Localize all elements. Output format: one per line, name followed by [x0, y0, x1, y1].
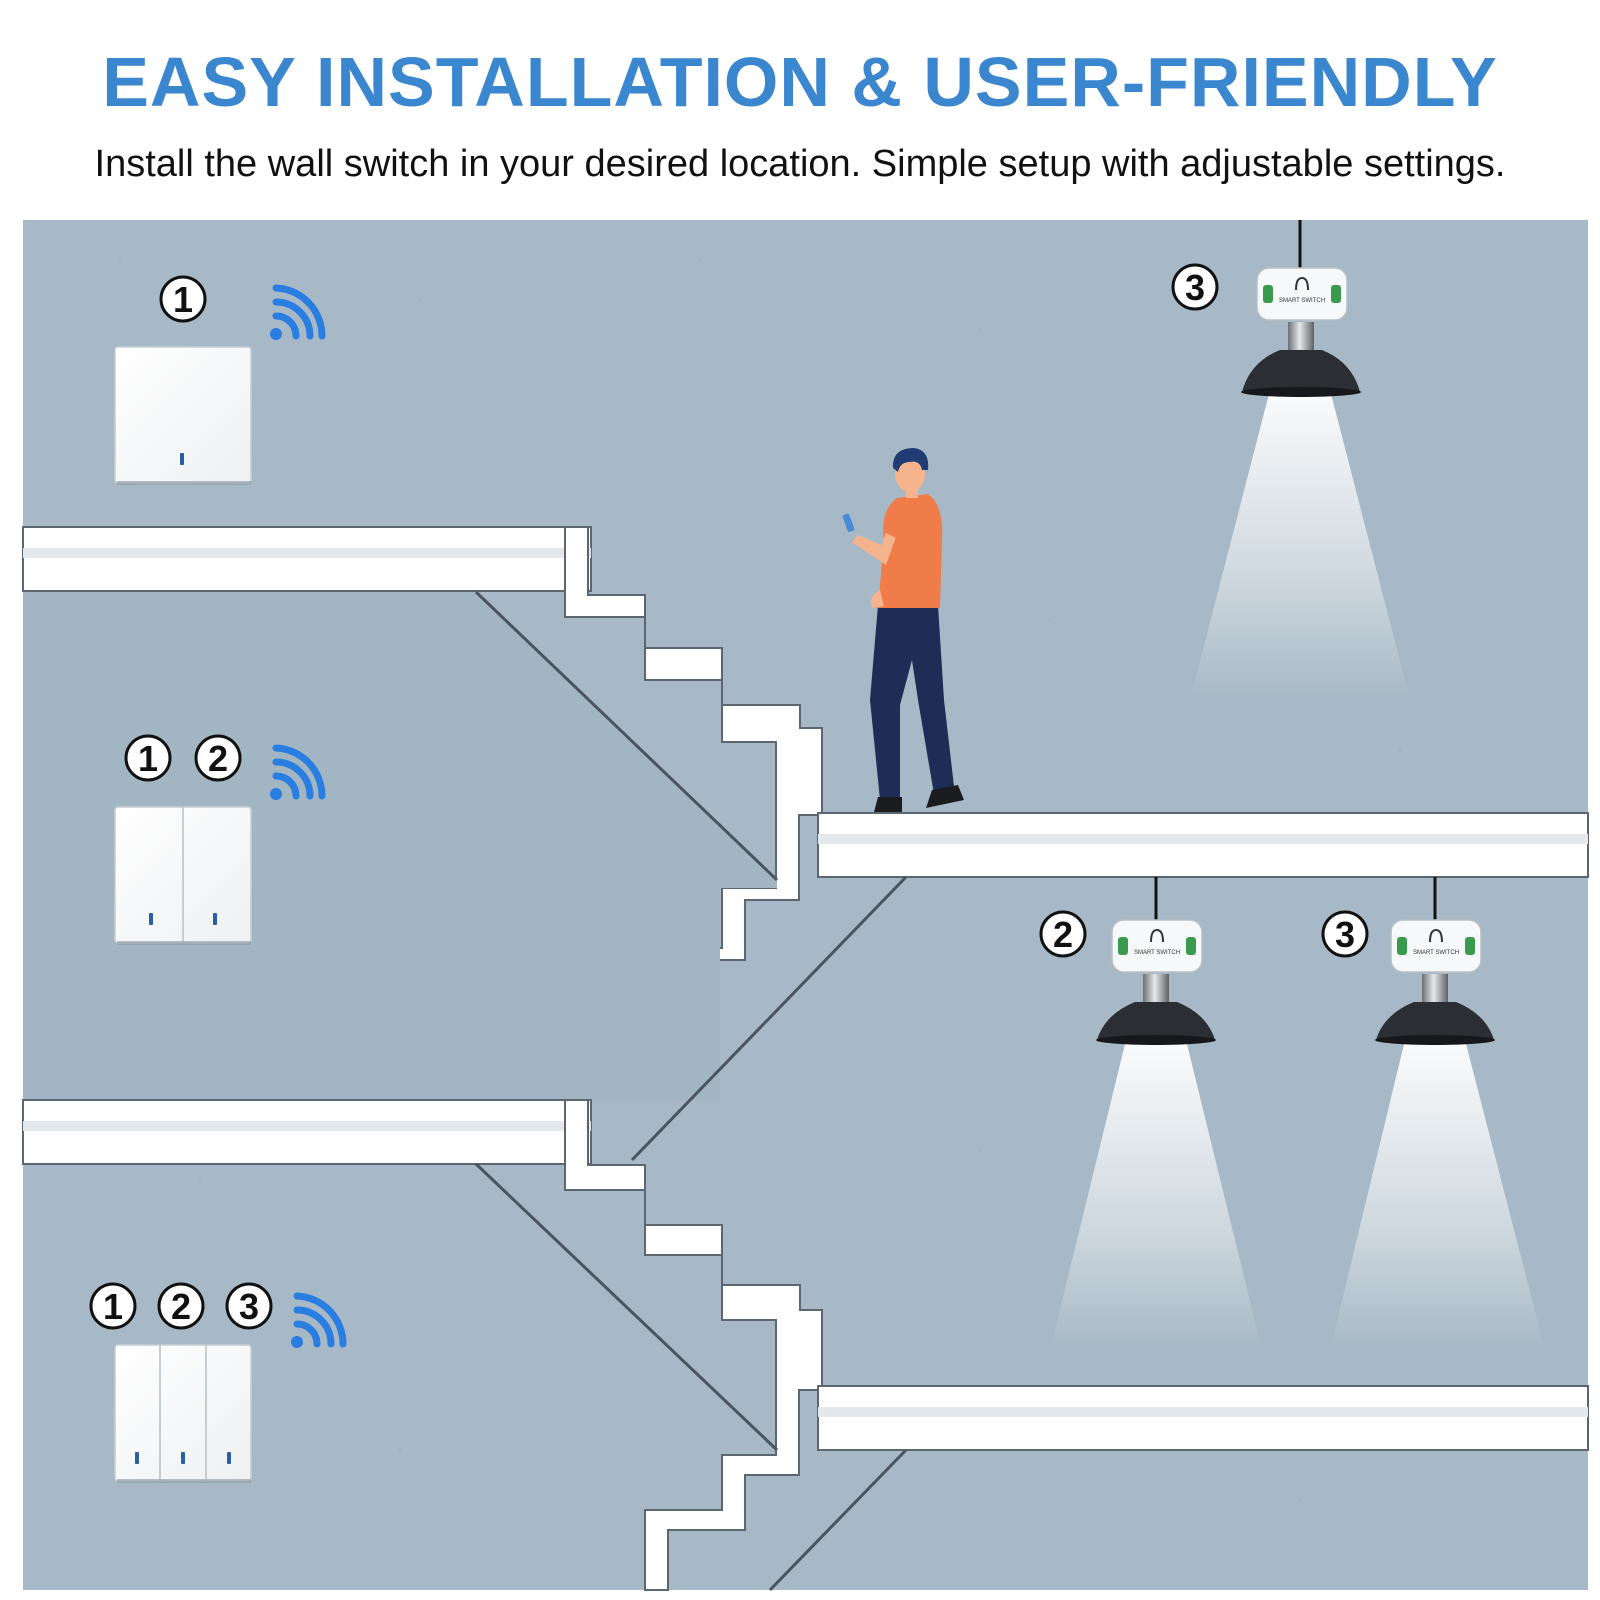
triple-gang-switch: [114, 1344, 252, 1483]
marker-number: 2: [1053, 914, 1073, 955]
page-title: EASY INSTALLATION & USER-FRIENDLY: [102, 43, 1498, 121]
marker-2-middle: 2: [194, 734, 242, 782]
marker-3-top: 3: [1171, 263, 1219, 311]
module-label: SMART SWITCH: [1134, 950, 1180, 956]
stair-shadow-upper: [23, 592, 777, 1100]
light-beam: [1050, 1040, 1262, 1350]
smart-module-icon: SMART SWITCH: [1390, 919, 1482, 973]
lower-staircase: [564, 1099, 823, 1591]
marker-1-bottom: 1: [89, 1282, 137, 1330]
middle-floor-slab: [817, 812, 1589, 878]
phone-icon: [842, 513, 855, 532]
lamp-socket: [1422, 974, 1448, 1002]
marker-number: 1: [138, 738, 158, 779]
marker-number: 3: [1185, 267, 1205, 308]
pendant-lamp-icon: [1376, 1002, 1494, 1040]
stair-edge-middle: [630, 875, 908, 1162]
person-legs: [870, 605, 955, 800]
wifi-signal-icon: [291, 1292, 347, 1348]
wifi-signal-icon: [270, 744, 326, 800]
person-sleeve: [884, 502, 910, 540]
marker-2-right: 2: [1039, 910, 1087, 958]
marker-number: 3: [1335, 914, 1355, 955]
marker-number: 1: [103, 1286, 123, 1327]
lamp-socket: [1288, 322, 1314, 350]
person-arm: [852, 505, 902, 565]
stair-edge-upper: [474, 590, 779, 882]
marker-number: 2: [171, 1286, 191, 1327]
lower-floor-slab: [22, 1099, 592, 1165]
person-with-phone: [842, 448, 964, 812]
smart-module-icon: SMART SWITCH: [1111, 919, 1203, 973]
lamp-socket: [1143, 974, 1169, 1002]
upper-floor-slab: [22, 526, 592, 592]
bottom-floor-slab: [817, 1385, 1589, 1451]
wifi-signal-icon: [270, 284, 326, 340]
stair-edge-bottom: [768, 1448, 908, 1592]
pendant-lamp-top: SMART SWITCH: [1190, 220, 1410, 700]
person-hair: [892, 448, 929, 472]
person-head: [895, 456, 925, 492]
stair-edge-lower: [474, 1162, 779, 1452]
pendant-lamp-icon: [1242, 350, 1360, 392]
module-label: SMART SWITCH: [1413, 950, 1459, 956]
smart-module-icon: SMART SWITCH: [1256, 267, 1348, 321]
light-beam: [1330, 1040, 1545, 1350]
marker-3-right: 3: [1321, 910, 1369, 958]
pendant-lamp-middle-right: SMART SWITCH: [1330, 877, 1545, 1350]
marker-2-bottom: 2: [157, 1282, 205, 1330]
person-shoe-right: [926, 785, 964, 808]
marker-number: 3: [239, 1286, 259, 1327]
light-beam: [1190, 390, 1410, 700]
person-shoe-left: [874, 797, 902, 812]
pendant-lamp-icon: [1097, 1002, 1215, 1040]
module-label: SMART SWITCH: [1279, 298, 1325, 304]
marker-1-middle: 1: [124, 734, 172, 782]
pendant-lamp-middle-left: SMART SWITCH: [1050, 877, 1262, 1350]
marker-1-top: 1: [159, 275, 207, 323]
double-gang-switch: [114, 806, 252, 945]
single-gang-switch: [114, 346, 252, 485]
marker-3-bottom: 3: [225, 1282, 273, 1330]
page-subtitle: Install the wall switch in your desired …: [94, 143, 1506, 185]
marker-number: 2: [208, 738, 228, 779]
person-hand: [871, 590, 884, 608]
marker-number: 1: [173, 279, 193, 320]
